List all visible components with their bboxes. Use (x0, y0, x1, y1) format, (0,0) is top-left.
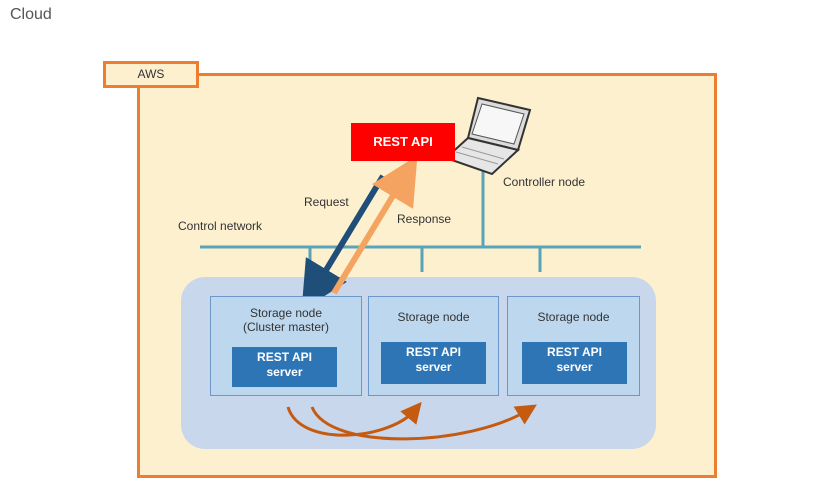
storage-node-master: Storage node (Cluster master) REST API s… (210, 296, 362, 396)
rest-api-server: REST API server (232, 347, 337, 387)
storage-node: Storage node REST API server (507, 296, 640, 396)
request-arrow (301, 174, 386, 311)
node-subtitle: (Cluster master) (242, 320, 329, 334)
replication-arrow-1 (286, 401, 422, 437)
rest-api-server: REST API server (381, 342, 486, 384)
node-title: Storage node (249, 306, 323, 320)
node-title: Storage node (537, 310, 610, 324)
page-title: Cloud (10, 6, 52, 23)
request-label: Request (304, 195, 349, 209)
control-network-label: Control network (178, 219, 263, 233)
server-label-line1: REST API (257, 350, 312, 364)
server-label-line2: server (266, 365, 303, 379)
response-arrow (331, 155, 418, 295)
storage-node: Storage node REST API server (368, 296, 499, 396)
server-label-line1: REST API (547, 345, 602, 359)
server-label-line1: REST API (406, 345, 461, 359)
server-label-line2: server (556, 360, 593, 374)
server-label-line2: server (415, 360, 452, 374)
rest-api-client-box: REST API (351, 123, 455, 161)
aws-label: AWS (103, 61, 199, 88)
node-title: Storage node (397, 310, 470, 324)
response-label: Response (397, 212, 452, 226)
rest-api-server: REST API server (522, 342, 627, 384)
replication-arrow-2 (310, 404, 537, 441)
controller-node-label: Controller node (503, 175, 586, 189)
